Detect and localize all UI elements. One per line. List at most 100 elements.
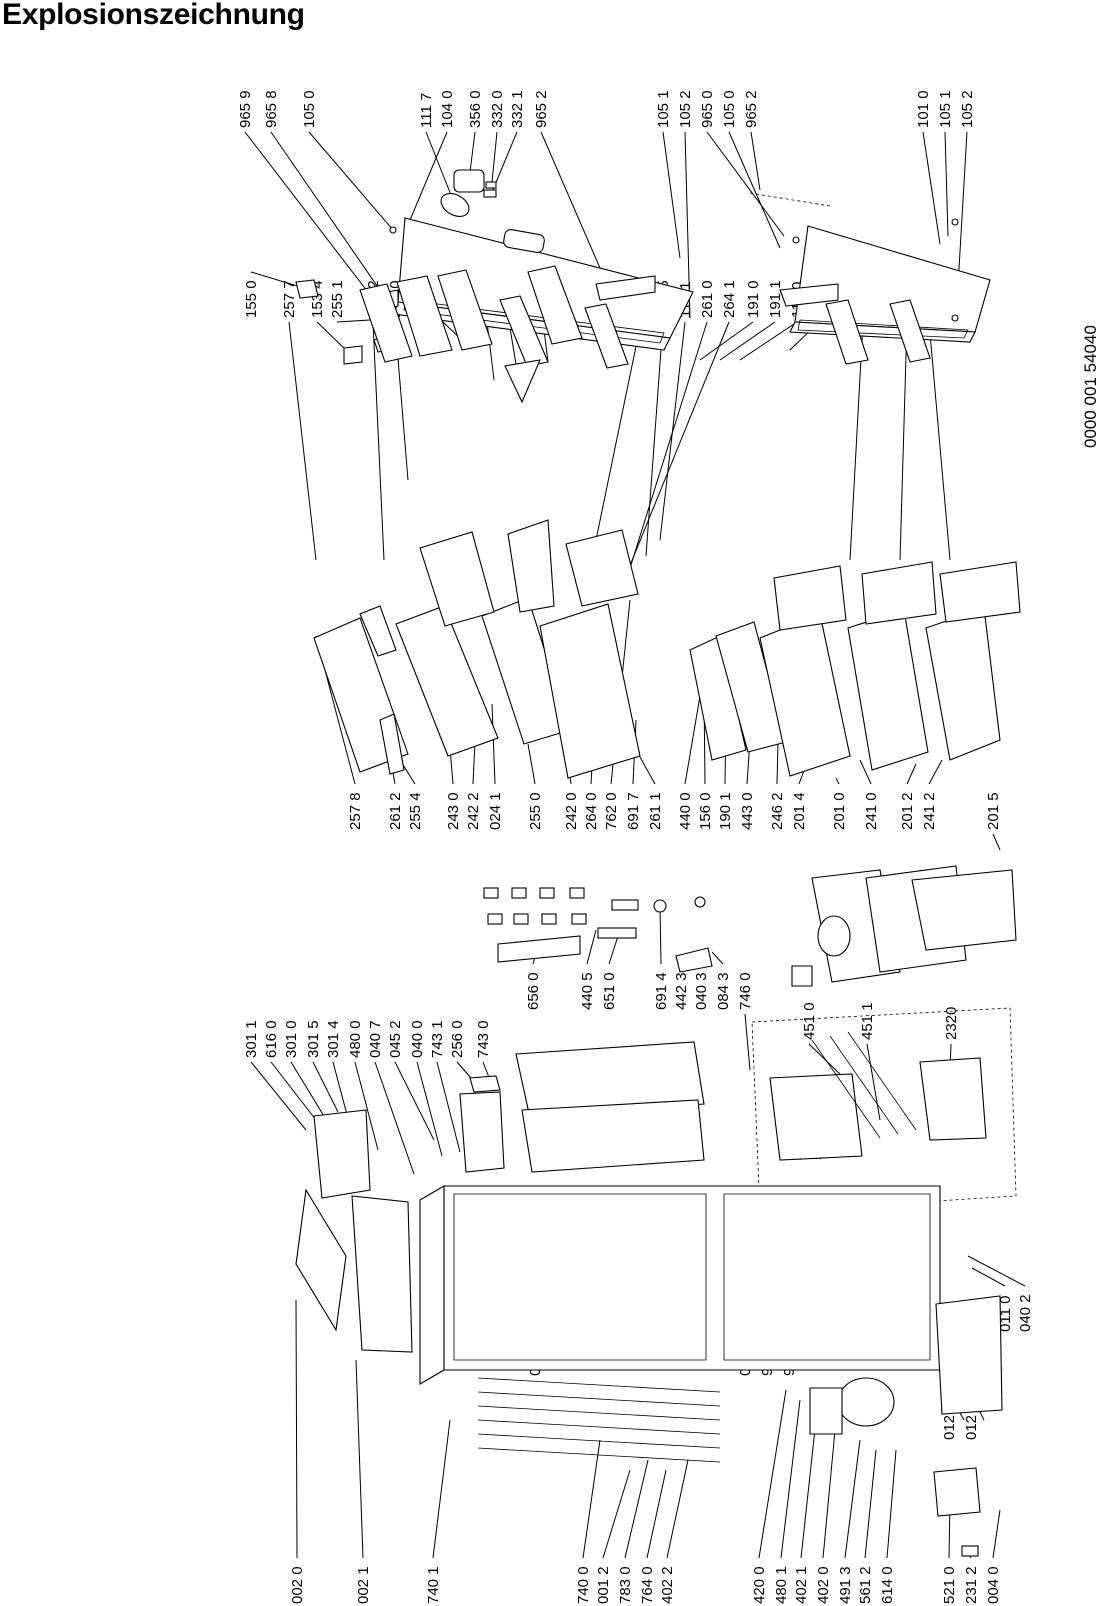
leader-line [336, 319, 371, 323]
leader-line [992, 1509, 1001, 1559]
leader-line [800, 1419, 817, 1559]
part-label: 201 2 [899, 792, 916, 830]
part-label: 2320 [943, 1007, 960, 1040]
leader-line [624, 1459, 649, 1559]
part-label: 301 1 [243, 1020, 260, 1058]
leader-line [469, 131, 476, 173]
leader-line [719, 321, 776, 361]
part-label: 965 2 [533, 90, 550, 128]
part-label: 402 2 [659, 1566, 676, 1604]
leader-line [899, 321, 908, 561]
leader-line [835, 777, 840, 785]
leader-line [859, 759, 872, 785]
part-label: 201 0 [831, 792, 848, 830]
leader-line [540, 131, 601, 269]
leader-line [886, 1449, 897, 1559]
compressor-area [477, 1295, 1003, 1557]
leader-line [527, 743, 536, 785]
part-label: 743 1 [429, 1020, 446, 1058]
part-label: 691 4 [653, 972, 670, 1010]
leader-line [491, 131, 498, 183]
part-label: 264 0 [583, 792, 600, 830]
cover-plates [295, 1109, 413, 1353]
leader-line [270, 1061, 317, 1121]
part-label: 255 0 [527, 792, 544, 830]
part-label: 156 0 [697, 792, 714, 830]
part-label: 231 2 [963, 1566, 980, 1604]
leader-line [436, 1061, 461, 1153]
part-label: 521 0 [941, 1566, 958, 1604]
leader-line [844, 1439, 861, 1559]
leader-line [967, 1255, 1026, 1287]
part-label: 656 0 [525, 972, 542, 1010]
leader-line [906, 763, 917, 785]
part-label: 965 8 [263, 90, 280, 128]
part-label: 040 3 [693, 972, 710, 1010]
part-label: 965 0 [699, 90, 716, 128]
leader-line [308, 131, 394, 231]
part-label: 191 0 [745, 280, 762, 318]
part-label: 691 7 [625, 792, 642, 830]
part-label: 104 0 [439, 90, 456, 128]
part-label: 045 2 [387, 1020, 404, 1058]
evaporator-assembly [751, 1007, 1017, 1213]
leader-line [822, 1419, 837, 1559]
part-label: 965 2 [743, 90, 760, 128]
leader-line [864, 1449, 877, 1559]
document-number: 0000 001 54040 [1081, 325, 1100, 448]
part-label: 491 3 [837, 1566, 854, 1604]
part-label: 264 1 [721, 280, 738, 318]
part-label: 561 2 [857, 1566, 874, 1604]
part-label: 255 1 [329, 280, 346, 318]
leader-line [659, 905, 662, 965]
part-label: 651 0 [601, 972, 618, 1010]
part-label: 261 2 [387, 792, 404, 830]
leader-line [295, 1299, 298, 1559]
part-label: 743 0 [475, 1020, 492, 1058]
part-label: 105 0 [301, 90, 318, 128]
part-label: 201 4 [791, 792, 808, 830]
door-balconies [295, 265, 931, 404]
part-label: 301 5 [305, 1020, 322, 1058]
part-label: 242 2 [465, 792, 482, 830]
part-label: 190 1 [717, 792, 734, 830]
air-duct [459, 1041, 705, 1173]
leader-line [866, 1043, 881, 1121]
cabinet-body [419, 1185, 941, 1385]
leader-line [922, 131, 941, 245]
part-label: 480 1 [773, 1566, 790, 1604]
part-label: 740 1 [425, 1566, 442, 1604]
leader-line [244, 131, 375, 301]
part-label: 402 0 [815, 1566, 832, 1604]
leader-line [684, 131, 691, 319]
leader-line [409, 131, 448, 221]
leader-line [250, 1061, 307, 1131]
part-label: 241 0 [863, 792, 880, 830]
part-label: 616 0 [263, 1020, 280, 1058]
part-label: 002 1 [355, 1566, 372, 1604]
leader-line [944, 131, 949, 237]
leader-line [711, 951, 724, 965]
part-label: 024 1 [487, 792, 504, 830]
part-label: 004 0 [985, 1566, 1002, 1604]
part-label: 965 9 [237, 90, 254, 128]
part-label: 443 0 [739, 792, 756, 830]
leader-line [486, 321, 495, 381]
part-label: 084 3 [715, 972, 732, 1010]
part-label: 105 1 [655, 90, 672, 128]
part-label: 440 0 [677, 792, 694, 830]
shelves-drawers [313, 519, 1021, 779]
page-title: Explosionszeichnung [2, 0, 305, 31]
leader-line [582, 1439, 601, 1559]
part-label: 101 0 [915, 90, 932, 128]
leader-line [394, 1061, 435, 1141]
part-label: 040 0 [409, 1020, 426, 1058]
part-label: 242 0 [563, 792, 580, 830]
leader-line [662, 131, 681, 259]
part-label: 191 1 [767, 280, 784, 318]
part-label: 111 7 [418, 93, 435, 128]
part-label: 241 2 [921, 792, 938, 830]
leader-line [645, 321, 664, 557]
leader-line [646, 1469, 667, 1559]
